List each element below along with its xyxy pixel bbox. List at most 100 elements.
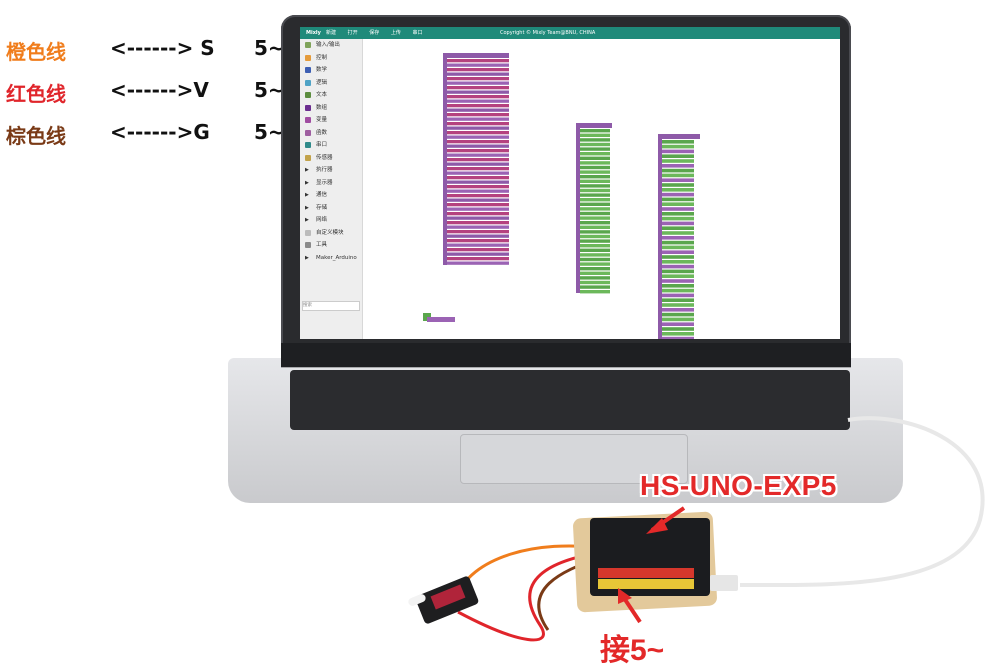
palette-item[interactable]: 串口 [300,139,362,152]
palette-item[interactable]: ▶显示器 [300,177,362,190]
usb-connector [710,575,738,591]
code-block [580,211,610,216]
code-block [447,140,509,144]
code-block [447,68,509,72]
code-block [447,77,509,81]
palette-item-label: 文本 [316,92,328,98]
code-block [662,207,694,211]
code-block [662,173,694,178]
palette-search-input[interactable]: 搜索 [302,301,360,311]
code-block [580,129,610,133]
menu-new[interactable]: 新建 [326,30,337,36]
code-block [447,149,509,153]
palette-item[interactable]: 数学 [300,64,362,77]
code-block [580,133,610,137]
code-block [447,126,509,130]
menu-save[interactable]: 保存 [369,30,380,36]
code-block [662,293,694,298]
palette-item[interactable]: 传感器 [300,152,362,165]
code-block [447,81,509,85]
code-block [580,234,610,239]
palette-item[interactable]: ▶Maker_Arduino [300,252,362,265]
palette-item-label: 网络 [316,217,328,223]
block-canvas[interactable] [363,39,840,339]
code-block [580,221,610,225]
code-block [447,72,509,76]
wire-color-label: 橙色线 [6,40,66,64]
code-block [662,274,694,278]
code-block [580,244,610,248]
palette-item[interactable]: 工具 [300,239,362,252]
palette-item[interactable]: ▶存储 [300,202,362,215]
app-logo: Mixly [306,30,321,36]
pin-label: 5~ [254,78,285,102]
palette-item-label: 逻辑 [316,79,328,86]
code-block [662,231,694,235]
code-block [662,221,694,226]
code-block [662,322,694,326]
palette-item[interactable]: 函数 [300,127,362,140]
menu-serial[interactable]: 串口 [412,30,423,36]
square-icon [305,67,311,73]
palette-item[interactable]: 逻辑 [300,77,362,90]
app-header: Mixly 新建 打开 保存 上传 串口 Copyright © Mixly T… [300,27,840,39]
code-block [580,239,610,243]
code-block [662,192,694,197]
pin-label: 5~ [254,120,285,144]
code-block [662,183,694,187]
code-block [447,122,509,126]
palette-item[interactable]: 控制 [300,52,362,65]
palette-item-label: 执行器 [316,167,333,173]
block-stack-small[interactable] [423,313,455,322]
menu-open[interactable]: 打开 [347,30,358,36]
code-block [662,332,694,336]
code-block [447,162,509,166]
code-block [447,203,509,207]
code-block [447,234,509,238]
palette-item[interactable]: ▶网络 [300,214,362,227]
menu-upload[interactable]: 上传 [390,30,401,36]
palette-item[interactable]: ▶通信 [300,189,362,202]
code-block [662,308,694,312]
palette-item[interactable]: 输入/输出 [300,39,362,52]
code-block [662,312,694,317]
block-stack-2[interactable] [576,123,612,294]
palette-item[interactable]: 文本 [300,89,362,102]
palette-item[interactable]: 变量 [300,114,362,127]
wire-connection-arrow: <------> S [110,36,215,60]
code-block [447,131,509,135]
palette-item[interactable]: 自定义模块 [300,227,362,240]
code-block [580,156,610,160]
laptop-touchpad [460,434,688,484]
code-block [662,303,694,307]
code-block [580,152,610,156]
code-block [447,90,509,94]
code-block [662,140,694,144]
block-stack-3[interactable] [658,134,700,339]
code-block [580,276,610,280]
square-icon [305,242,311,248]
square-icon [305,92,311,98]
code-block [580,207,610,211]
code-block [662,284,694,288]
code-block [662,279,694,283]
code-block [447,95,509,99]
gpio-pin-header [598,579,694,589]
code-block [662,250,694,254]
triangle-right-icon: ▶ [305,204,309,211]
copyright-text: Copyright © Mixly Team@BNU, CHINA [500,30,596,36]
wire-color-label: 红色线 [6,82,66,106]
screen-bezel [281,343,851,367]
code-block [447,135,509,139]
square-icon [305,154,311,161]
code-block [662,264,694,269]
palette-item-label: 通信 [316,192,328,198]
block-palette: 输入/输出控制数学逻辑文本数组变量函数串口传感器▶执行器▶显示器▶通信▶存储▶网… [300,39,363,339]
square-icon [305,79,311,86]
square-icon [305,129,311,136]
palette-item[interactable]: 数组 [300,102,362,115]
block-stack-1[interactable] [443,53,509,265]
palette-item[interactable]: ▶执行器 [300,164,362,177]
code-block [447,239,509,243]
board-model-label: HS-UNO-EXP5 [640,470,837,501]
